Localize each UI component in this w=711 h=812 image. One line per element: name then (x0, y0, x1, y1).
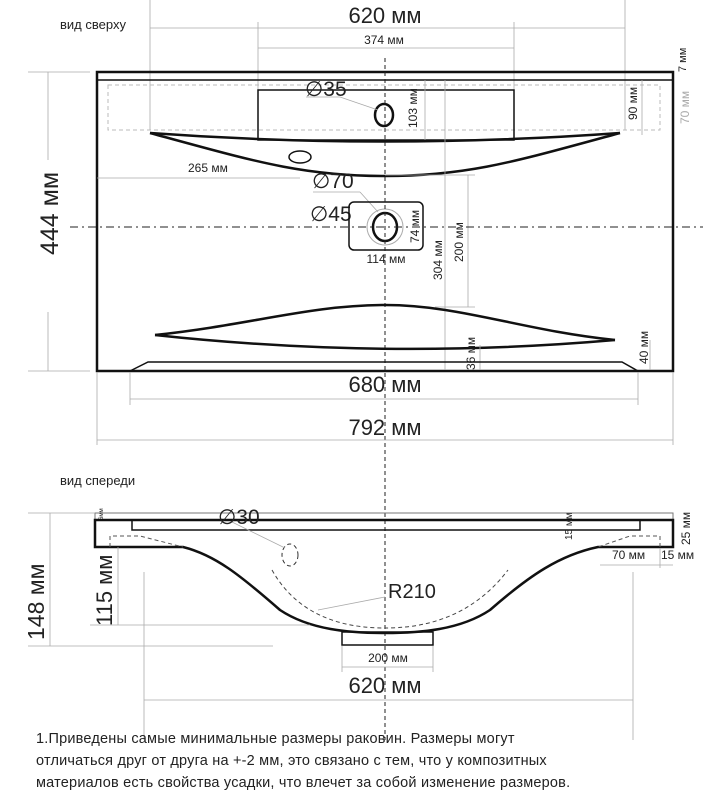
footnote-line: материалов есть свойства усадки, что вле… (36, 775, 571, 791)
dim-15-front: 15 мм (661, 548, 694, 562)
front-view-title: вид спереди (60, 473, 135, 488)
top-view-title: вид сверху (60, 17, 126, 32)
dim-90: 90 мм (626, 87, 640, 120)
leader-line (339, 96, 379, 111)
dim-148: 148 мм (23, 564, 49, 640)
dim-25: 25 мм (679, 512, 693, 545)
front-profile (93, 518, 675, 635)
top-view: вид сверху 620 мм 374 мм 7 мм ∅35 103 мм… (28, 0, 703, 740)
dim-304: 304 мм (431, 240, 445, 280)
bowl-front-rim (154, 303, 616, 342)
dim-620-front: 620 мм (348, 673, 421, 698)
dim-74: 74 мм (408, 210, 422, 243)
dia-30-label: ∅30 (218, 506, 260, 529)
drain-plate (348, 201, 424, 251)
dim-40: 40 мм (637, 331, 651, 364)
bowl-front-lower (154, 333, 616, 351)
dia-45-label: ∅45 (310, 203, 352, 226)
dim-444: 444 мм (36, 172, 64, 255)
dim-6: 6мм (99, 508, 105, 520)
dim-680: 680 мм (348, 372, 421, 397)
dim-36: 36 мм (464, 337, 478, 370)
footnote-line: отличаться друг от друга на +-2 мм, это … (36, 753, 547, 769)
dim-15-inner: 15 мм (564, 512, 575, 540)
dim-70-gray: 70 мм (678, 91, 692, 124)
dia-70-label: ∅70 (312, 170, 354, 193)
dim-200-front: 200 мм (368, 651, 408, 665)
dim-7: 7 мм (677, 48, 689, 72)
bowl-back-edge (149, 131, 621, 143)
inner-rim (131, 519, 641, 531)
drain-outlet (341, 631, 434, 646)
radius-label: R210 (388, 581, 436, 603)
radius-arc (271, 569, 509, 629)
dim-115: 115 мм (92, 555, 117, 626)
leader-line (231, 521, 286, 549)
dia-35-label: ∅35 (305, 78, 347, 101)
front-view: вид спереди 6мм ∅30 15 мм 25 мм 70 мм 15… (23, 473, 694, 740)
dim-792: 792 мм (348, 415, 421, 440)
hidden-line-left (109, 535, 184, 548)
bowl-front-curve (149, 131, 621, 178)
dim-374: 374 мм (364, 33, 404, 47)
dim-200-top: 200 мм (452, 222, 466, 262)
hidden-shelf-outline (107, 84, 661, 131)
front-lip (129, 361, 639, 372)
overflow-hole (288, 150, 312, 164)
dim-114: 114 мм (367, 252, 406, 266)
dim-620-top: 620 мм (348, 3, 421, 28)
footnote: 1.Приведены самые минимальные размеры ра… (36, 728, 570, 794)
dim-265: 265 мм (188, 161, 228, 175)
dim-70-front: 70 мм (612, 548, 645, 562)
leader-line (317, 596, 386, 611)
hidden-line-right (597, 535, 661, 548)
faucet-hole (373, 102, 395, 128)
overflow-hole-front (281, 543, 299, 567)
footnote-line: 1.Приведены самые минимальные размеры ра… (36, 731, 515, 747)
dim-103: 103 мм (406, 88, 420, 128)
faucet-deck (257, 89, 515, 141)
